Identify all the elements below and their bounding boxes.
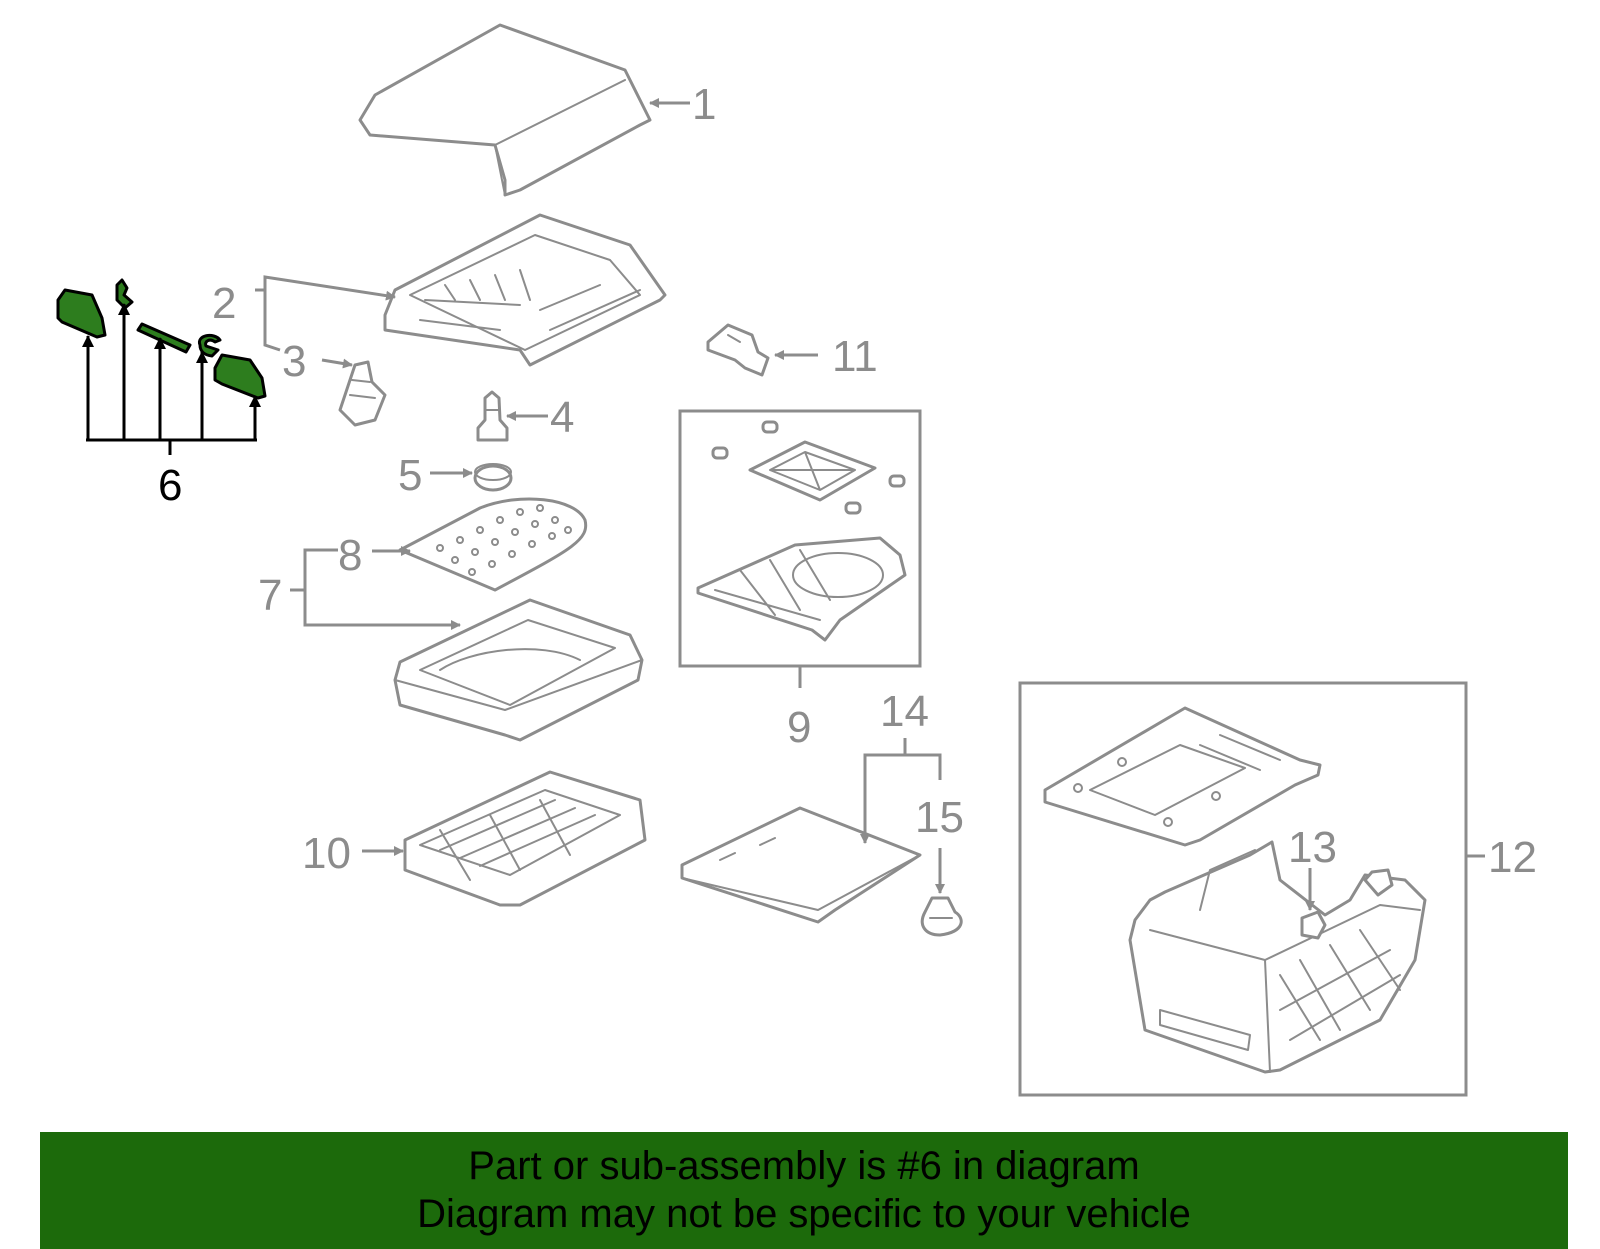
callout-13: 13: [1288, 823, 1337, 872]
part-7-cushion-tray: [393, 598, 644, 742]
banner-line-2: Diagram may not be specific to your vehi…: [417, 1192, 1191, 1236]
part-3-latch: [338, 360, 387, 427]
callout-11: 11: [832, 332, 878, 381]
callout-9: 9: [787, 703, 811, 752]
callout-3: 3: [282, 337, 306, 386]
part-11-connector: [706, 323, 770, 377]
part-14-trim-panel: [680, 806, 922, 924]
part-6-highlighted-kit: [56, 278, 267, 400]
callout-7: 7: [258, 571, 282, 620]
part-1-armrest-lid: [358, 23, 652, 197]
callout-8: 8: [338, 531, 362, 580]
info-banner: Part or sub-assembly is #6 in diagram Di…: [40, 1132, 1568, 1249]
callout-15: 15: [915, 793, 964, 842]
part-15-clip: [920, 896, 963, 937]
banner-line-1: Part or sub-assembly is #6 in diagram: [468, 1144, 1140, 1188]
part-2-lid-frame: [383, 213, 667, 367]
callout-10: 10: [302, 829, 351, 878]
callout-5: 5: [398, 451, 422, 500]
part-10-base-frame: [403, 770, 647, 907]
part-12-console-assembly: [1043, 706, 1427, 1074]
part-4-bumper: [476, 390, 509, 442]
callout-6: 6: [158, 461, 182, 510]
part-6-leaders: [82, 303, 261, 455]
callout-14: 14: [880, 687, 929, 736]
part-5-pad: [473, 463, 513, 492]
callout-2: 2: [212, 279, 236, 328]
callout-12: 12: [1488, 833, 1537, 882]
part-8-perforated-pad: [398, 497, 588, 592]
part-12-box: [1018, 681, 1468, 1097]
callout-4: 4: [550, 393, 574, 442]
callout-1: 1: [692, 80, 716, 129]
part-9-panel: [696, 420, 907, 642]
parts-diagram: 1 2 3 4 5: [56, 23, 1537, 1097]
